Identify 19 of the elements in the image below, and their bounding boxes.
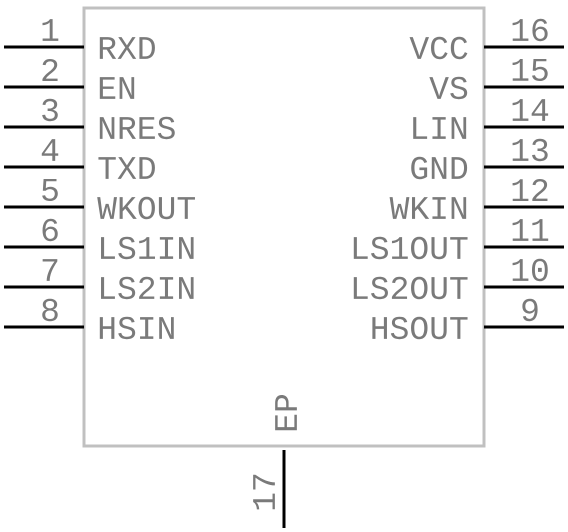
pin-name: HSIN [100, 316, 174, 340]
pin-name: EP [275, 394, 297, 430]
pin-name: NRES [100, 116, 175, 140]
pin-name: LIN [413, 117, 466, 139]
pin-name: LS1OUT [354, 236, 468, 260]
pin-name: LS2OUT [354, 276, 468, 300]
pin-name: HSOUT [372, 316, 468, 340]
pin-name: WKIN [390, 197, 466, 219]
pin-name: LS2IN [101, 276, 194, 300]
chip-outline [82, 6, 486, 448]
pin-name: RXD [100, 37, 155, 59]
pin-name: VS [429, 76, 468, 100]
pin-number: 9 [522, 298, 538, 322]
pin-name: GND [411, 156, 468, 180]
pin-name: VCC [410, 36, 468, 60]
pin-name: WKOUT [97, 196, 195, 220]
pin-name: LS1IN [101, 236, 194, 260]
pin-name: TXD [98, 157, 155, 179]
pin-name: EN [100, 77, 134, 99]
